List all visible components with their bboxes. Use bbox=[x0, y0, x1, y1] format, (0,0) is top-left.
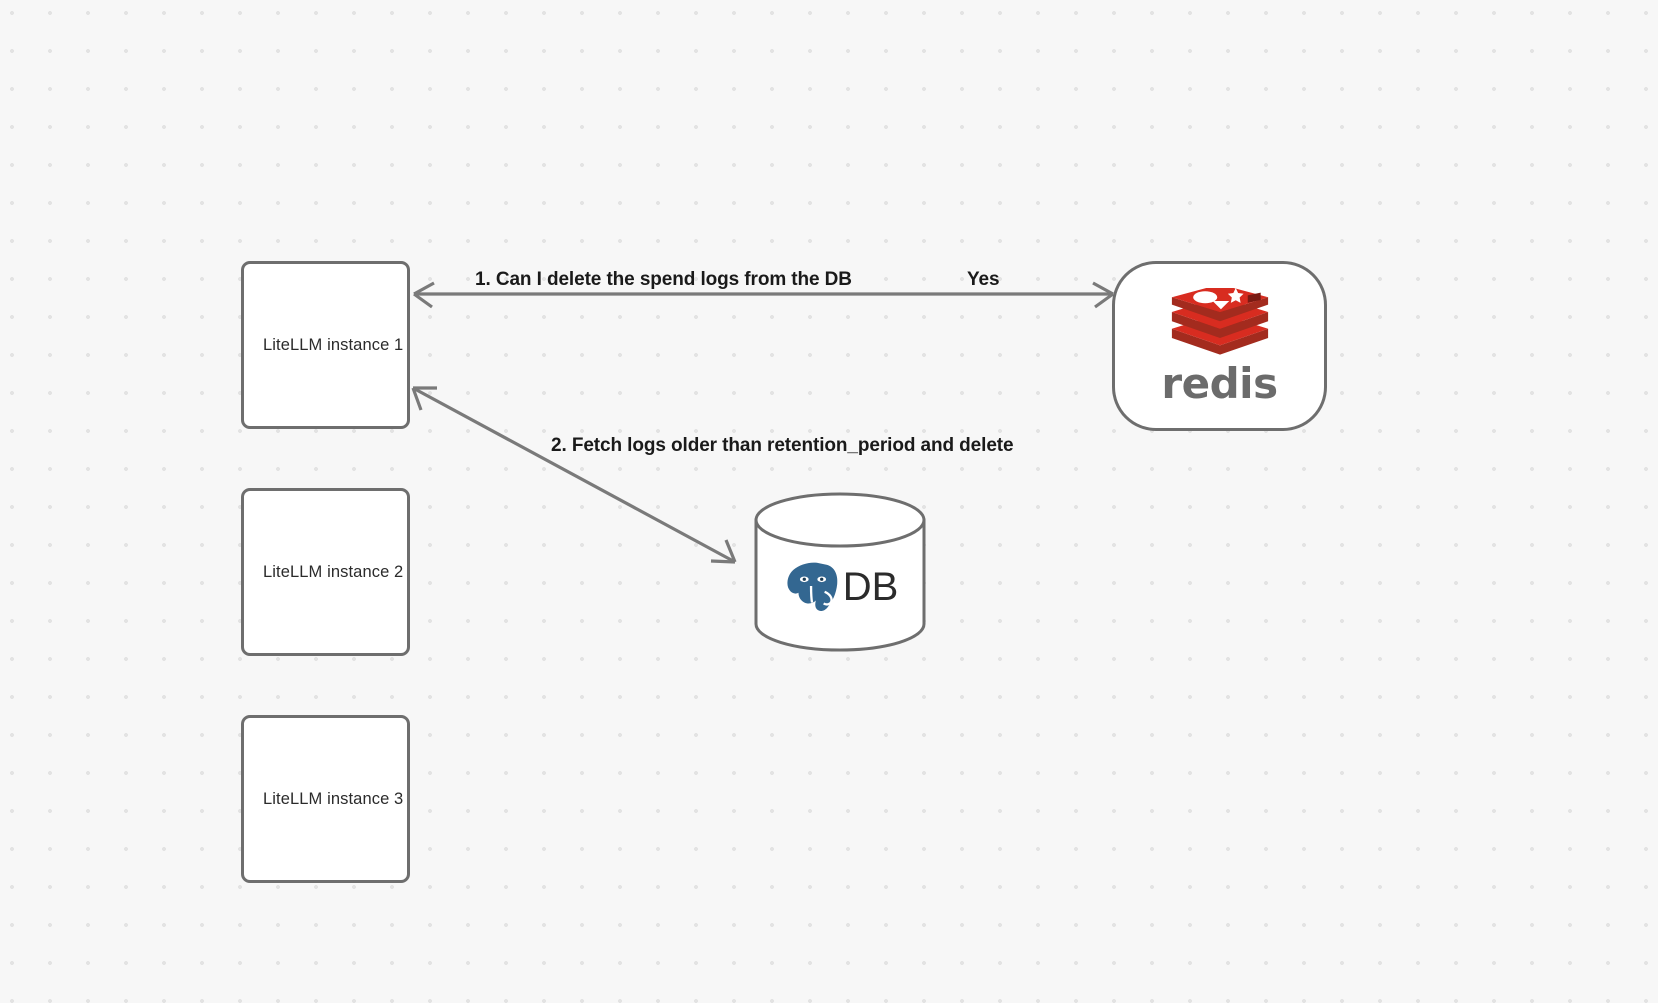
postgresql-elephant-icon bbox=[784, 560, 840, 617]
database-label: DB bbox=[842, 565, 899, 609]
edge-label-yes: Yes bbox=[967, 269, 1000, 290]
cylinder-shape bbox=[754, 492, 926, 652]
node-litellm-instance-1-label: LiteLLM instance 1 bbox=[263, 335, 404, 354]
node-litellm-instance-1[interactable]: LiteLLM instance 1 bbox=[241, 261, 410, 429]
redis-logo-icon bbox=[1171, 287, 1268, 355]
node-redis[interactable]: redis bbox=[1112, 261, 1327, 431]
edge-litellm1-database bbox=[411, 386, 737, 564]
node-litellm-instance-2-label: LiteLLM instance 2 bbox=[263, 562, 404, 581]
edge-label-step-1: 1. Can I delete the spend logs from the … bbox=[475, 269, 852, 290]
node-litellm-instance-3-label: LiteLLM instance 3 bbox=[263, 789, 404, 808]
redis-wordmark-label: redis bbox=[1161, 358, 1278, 408]
node-litellm-instance-2[interactable]: LiteLLM instance 2 bbox=[241, 488, 410, 656]
edge-label-step-2: 2. Fetch logs older than retention_perio… bbox=[551, 435, 1014, 456]
database-logo-and-label: DB bbox=[753, 554, 927, 620]
node-litellm-instance-3[interactable]: LiteLLM instance 3 bbox=[241, 715, 410, 883]
node-database[interactable]: DB bbox=[753, 492, 927, 652]
edge-litellm1-redis bbox=[413, 281, 1114, 309]
